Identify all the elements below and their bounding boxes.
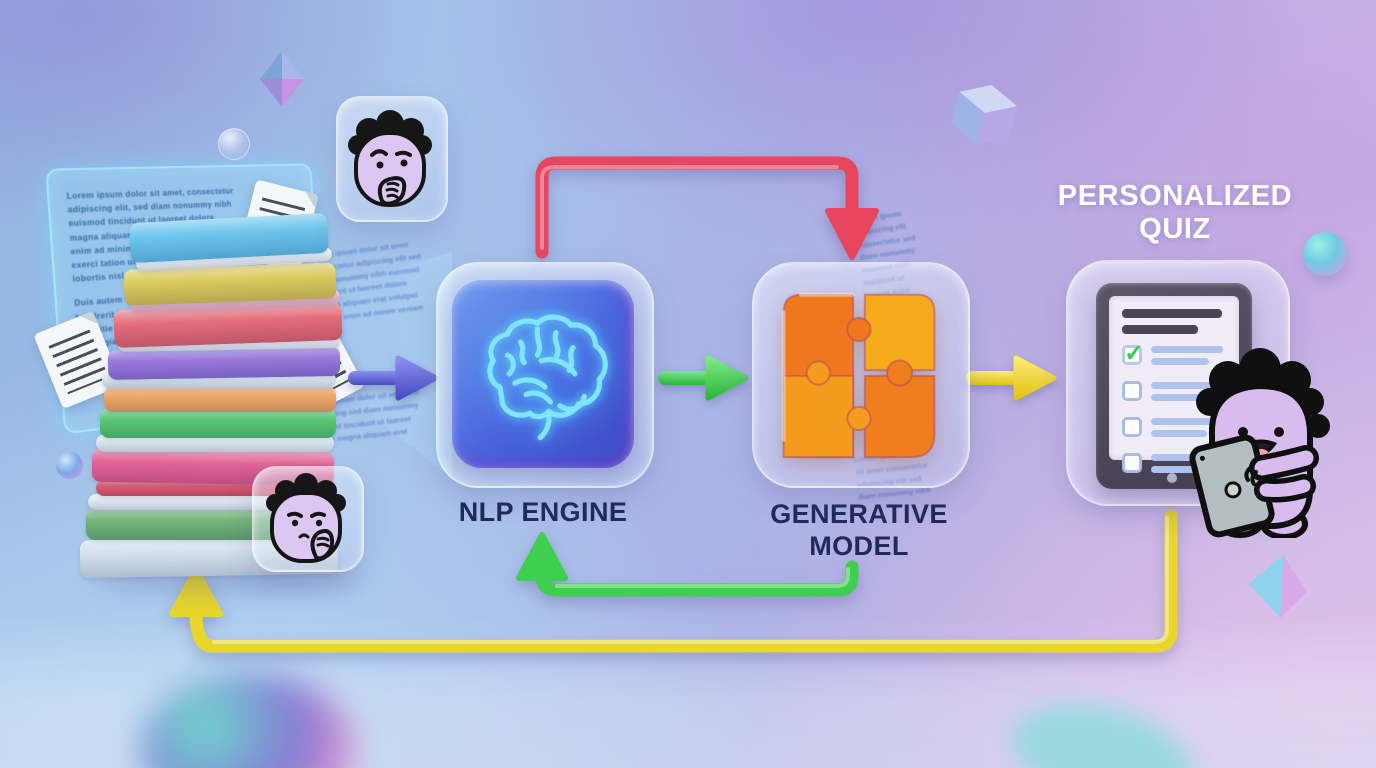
book [100, 408, 336, 438]
tetrahedron-shape [1249, 554, 1307, 618]
puzzle-icon [781, 292, 936, 459]
empty-checkbox-icon [1122, 381, 1142, 401]
tablet-home-button [1167, 473, 1177, 483]
generative-model-label: GENERATIVE MODEL [752, 498, 966, 563]
green-feedback-arrow [516, 532, 859, 597]
red-feedback-arrow [535, 156, 879, 260]
book [96, 434, 334, 452]
personalized-quiz-label: PERSONALIZED QUIZ [1040, 180, 1310, 247]
quiz-screen-rows: ✓ [1122, 340, 1239, 478]
empty-checkbox-icon [1122, 417, 1142, 437]
arrow-books-to-nlp [348, 355, 439, 401]
brain-icon [487, 314, 608, 441]
document-lines [48, 329, 109, 395]
generative-model-label-line1: GENERATIVE [770, 499, 948, 529]
generative-model-label-line2: MODEL [809, 531, 909, 562]
quiz-title-bar [1122, 325, 1198, 334]
bubble-shape [218, 128, 250, 160]
quiz-title-bars [1122, 309, 1239, 334]
arrow-nlp-to-generative [658, 355, 749, 401]
octahedron-shape [260, 51, 304, 107]
gradient-sphere-shape [1303, 232, 1347, 276]
checked-checkbox-icon: ✓ [1122, 340, 1145, 367]
quiz-row [1122, 417, 1239, 442]
personalized-quiz-label-line2: QUIZ [1139, 213, 1211, 246]
quiz-row [1122, 381, 1239, 406]
book [86, 508, 334, 540]
quiz-row: ✓ [1122, 340, 1239, 370]
yellow-feedback-arrow [169, 509, 1178, 653]
happy-student-reading-icon [1189, 348, 1330, 538]
personalized-quiz-label-line1: PERSONALIZED [1057, 180, 1293, 212]
book [104, 386, 336, 412]
thinking-student-icon [348, 110, 432, 207]
quiz-row [1122, 453, 1239, 478]
arrow-generative-to-quiz [966, 355, 1057, 401]
nlp-engine-label: NLP ENGINE [458, 497, 628, 527]
empty-checkbox-icon [1122, 453, 1142, 473]
quiz-title-bar [1122, 309, 1222, 318]
small-sphere-shape [56, 452, 83, 479]
cube-shape [951, 85, 1018, 145]
confused-student-icon [266, 473, 346, 563]
